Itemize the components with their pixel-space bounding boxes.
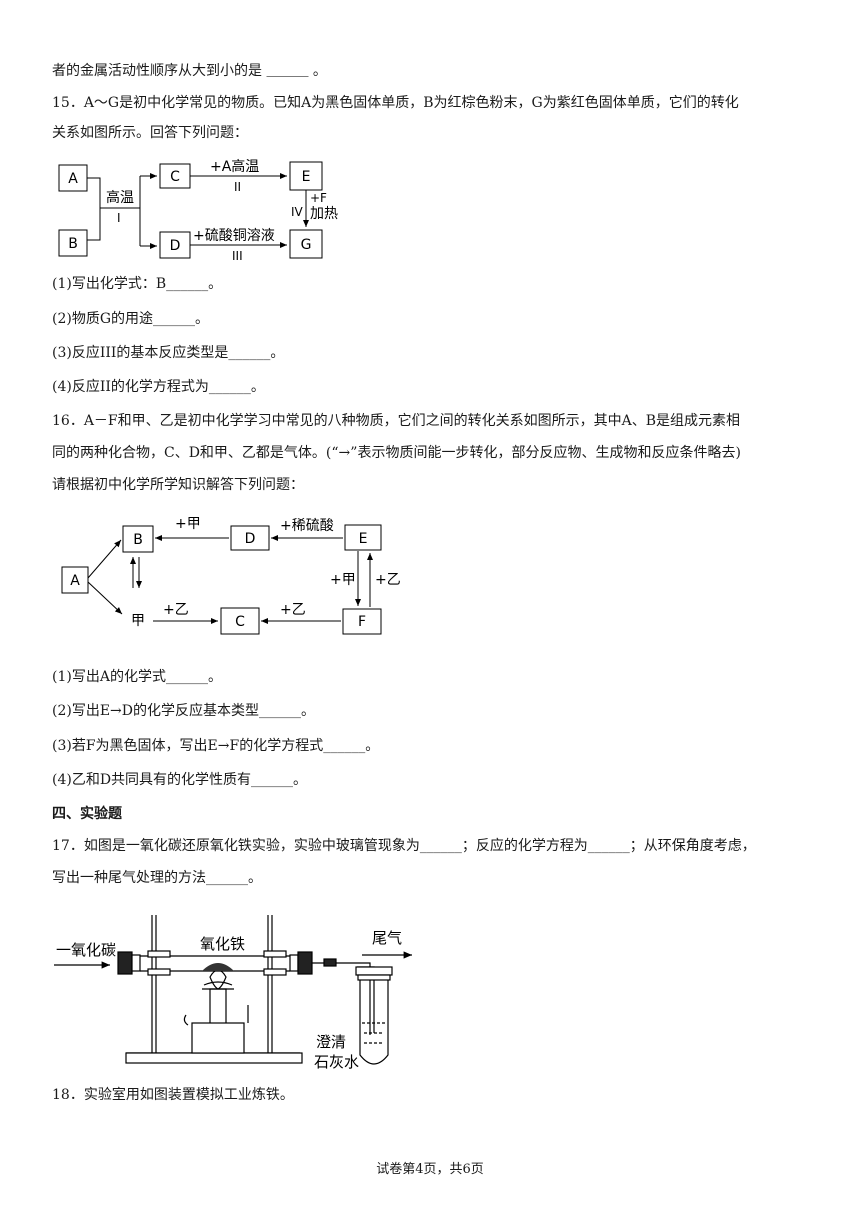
condition-2: +A高温 bbox=[210, 158, 259, 175]
label-f-c: +乙 bbox=[280, 602, 306, 618]
label-g: G bbox=[301, 237, 312, 253]
question-16-part: (2)写出E→D的化学反应基本类型______。 bbox=[52, 703, 316, 719]
question-15-part: (4)反应II的化学方程式为______。 bbox=[52, 379, 265, 395]
label-b: B bbox=[133, 532, 143, 548]
diagram-16: A B D E C F 甲 +甲 +稀硫酸 +甲 +乙 +乙 +乙 bbox=[61, 516, 401, 635]
label-jia: 甲 bbox=[131, 613, 145, 629]
box-g bbox=[289, 229, 323, 259]
box-d bbox=[230, 525, 270, 551]
box-c bbox=[220, 607, 260, 635]
label-e-f: +甲 bbox=[330, 572, 356, 588]
question-16-text: 16．A－F和甲、乙是初中化学学习中常见的八种物质，它们之间的转化关系如图所示，… bbox=[52, 413, 741, 429]
label-d-e: +稀硫酸 bbox=[280, 518, 334, 534]
label-f-e: +乙 bbox=[375, 572, 401, 588]
apparatus-diagram: 一氧化碳 氧化铁 尾气 澄清 石灰水 bbox=[54, 915, 412, 1071]
diagram-15: A B C D E G 高温 I +A高温 II +硫酸铜溶液 III +F 加… bbox=[58, 158, 338, 263]
box-e bbox=[344, 524, 382, 551]
question-16-text: 同的两种化合物，C、D和甲、乙都是气体。(“→”表示物质间能一步转化，部分反应物… bbox=[52, 445, 741, 461]
question-15-text: 关系如图所示。回答下列问题： bbox=[52, 125, 248, 141]
label-a: A bbox=[70, 573, 80, 589]
reaction-num-3: III bbox=[232, 249, 243, 263]
question-15-text: 15．A～G是初中化学常见的物质。已知A为黑色固体单质，B为红棕色粉末，G为紫红… bbox=[52, 95, 739, 111]
question-16-text: 请根据初中化学所学知识解答下列问题： bbox=[52, 477, 304, 493]
label-e: E bbox=[302, 169, 311, 185]
limewater-label-1: 澄清 bbox=[316, 1033, 346, 1051]
box-b bbox=[122, 525, 154, 553]
question-15-part: (2)物质G的用途______。 bbox=[52, 311, 210, 327]
reaction-num-2: II bbox=[234, 180, 241, 194]
label-f: F bbox=[358, 614, 366, 630]
label-c: C bbox=[170, 169, 180, 185]
text-line: 者的金属活动性顺序从大到小的是 ＿＿＿ 。 bbox=[52, 63, 327, 79]
reaction-num-4: IV bbox=[291, 205, 304, 219]
question-17-text: 写出一种尾气处理的方法______。 bbox=[52, 870, 262, 886]
label-d: D bbox=[170, 238, 181, 254]
label-jia-c: +乙 bbox=[163, 602, 189, 618]
limewater-label-2: 石灰水 bbox=[314, 1053, 359, 1071]
co-label: 一氧化碳 bbox=[56, 941, 116, 959]
condition-4a: +F bbox=[310, 191, 327, 205]
label-d: D bbox=[245, 531, 256, 547]
label-e: E bbox=[359, 531, 368, 547]
label-b-d: +甲 bbox=[175, 516, 201, 532]
question-17-text: 17．如图是一氧化碳还原氧化铁实验，实验中玻璃管现象为______；反应的化学方… bbox=[52, 838, 756, 854]
condition-1: 高温 bbox=[106, 189, 134, 206]
box-a bbox=[61, 566, 89, 594]
condition-3: +硫酸铜溶液 bbox=[193, 228, 275, 244]
fe2o3-label: 氧化铁 bbox=[200, 935, 245, 953]
question-16-part: (4)乙和D共同具有的化学性质有______。 bbox=[52, 772, 308, 788]
box-b bbox=[58, 229, 88, 257]
question-18-text: 18．实验室用如图装置模拟工业炼铁。 bbox=[52, 1087, 294, 1103]
question-15-part: (3)反应III的基本反应类型是______。 bbox=[52, 345, 285, 361]
box-f bbox=[342, 608, 382, 635]
label-b: B bbox=[68, 236, 78, 252]
condition-4b: 加热 bbox=[310, 206, 338, 222]
question-16-part: (1)写出A的化学式______。 bbox=[52, 669, 222, 685]
question-16-part: (3)若F为黑色固体，写出E→F的化学方程式______。 bbox=[52, 738, 380, 754]
tail-gas-label: 尾气 bbox=[372, 929, 402, 947]
page-footer: 试卷第4页，共6页 bbox=[376, 1162, 484, 1177]
label-c: C bbox=[235, 614, 245, 630]
section-heading: 四、实验题 bbox=[52, 806, 122, 822]
label-a: A bbox=[68, 171, 78, 187]
question-15-part: (1)写出化学式：B______。 bbox=[52, 276, 223, 292]
reaction-num-1: I bbox=[117, 211, 121, 225]
